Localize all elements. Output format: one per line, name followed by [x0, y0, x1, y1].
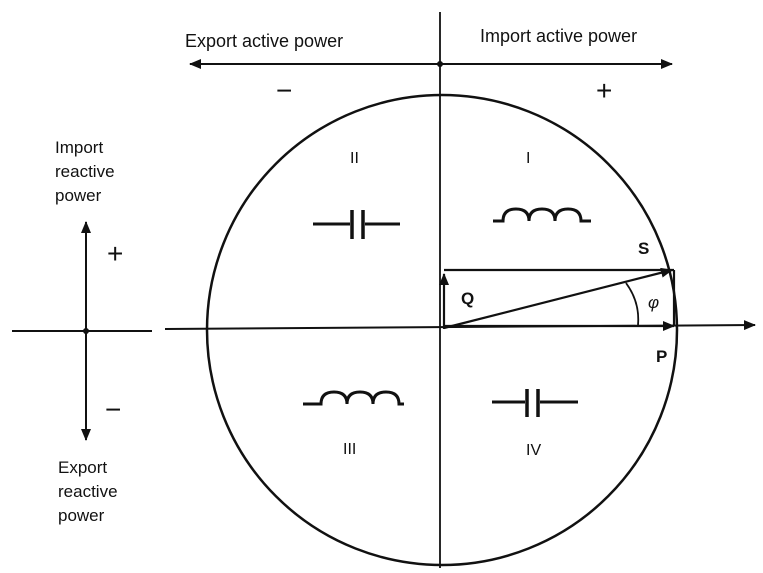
import-reactive-label-line-3: power — [55, 186, 102, 205]
active-plus-sign: + — [596, 75, 612, 106]
inductor-icon — [303, 390, 404, 406]
export-active-power-label: Export active power — [185, 31, 343, 51]
s-vector-arrow — [443, 267, 673, 330]
q-label: Q — [461, 289, 474, 308]
quadrant-label-iii: III — [343, 441, 356, 458]
capacitor-icon — [492, 389, 578, 417]
export-reactive-label-line-2: reactive — [58, 482, 118, 501]
power-circle — [205, 93, 679, 567]
phi-label: φ — [648, 293, 659, 312]
reactive-power-axis: Import reactive power + − Export reactiv… — [12, 138, 152, 525]
phi-angle-arc — [625, 282, 640, 326]
reactive-minus-sign: − — [105, 394, 121, 425]
s-label: S — [638, 239, 649, 258]
quadrant-label-ii: II — [350, 150, 359, 167]
capacitor-icon — [313, 210, 400, 239]
import-reactive-label-line-2: reactive — [55, 162, 115, 181]
quadrant-label-iv: IV — [526, 442, 541, 459]
quadrant-label-i: I — [526, 150, 530, 167]
export-reactive-label-line-3: power — [58, 506, 105, 525]
reactive-plus-sign: + — [107, 238, 123, 269]
active-power-axis: Export active power Import active power … — [185, 26, 673, 106]
inductor-icon — [493, 207, 591, 223]
active-minus-sign: − — [276, 75, 292, 106]
reactive-axis-origin-dot — [83, 328, 89, 334]
power-vectors: S Q P φ — [439, 239, 676, 366]
p-label: P — [656, 347, 667, 366]
import-reactive-label-line-1: Import — [55, 138, 103, 157]
import-active-power-label: Import active power — [480, 26, 637, 46]
export-reactive-label-line-1: Export — [58, 458, 107, 477]
quadrant-circle-group: II I III IV — [164, 12, 756, 568]
